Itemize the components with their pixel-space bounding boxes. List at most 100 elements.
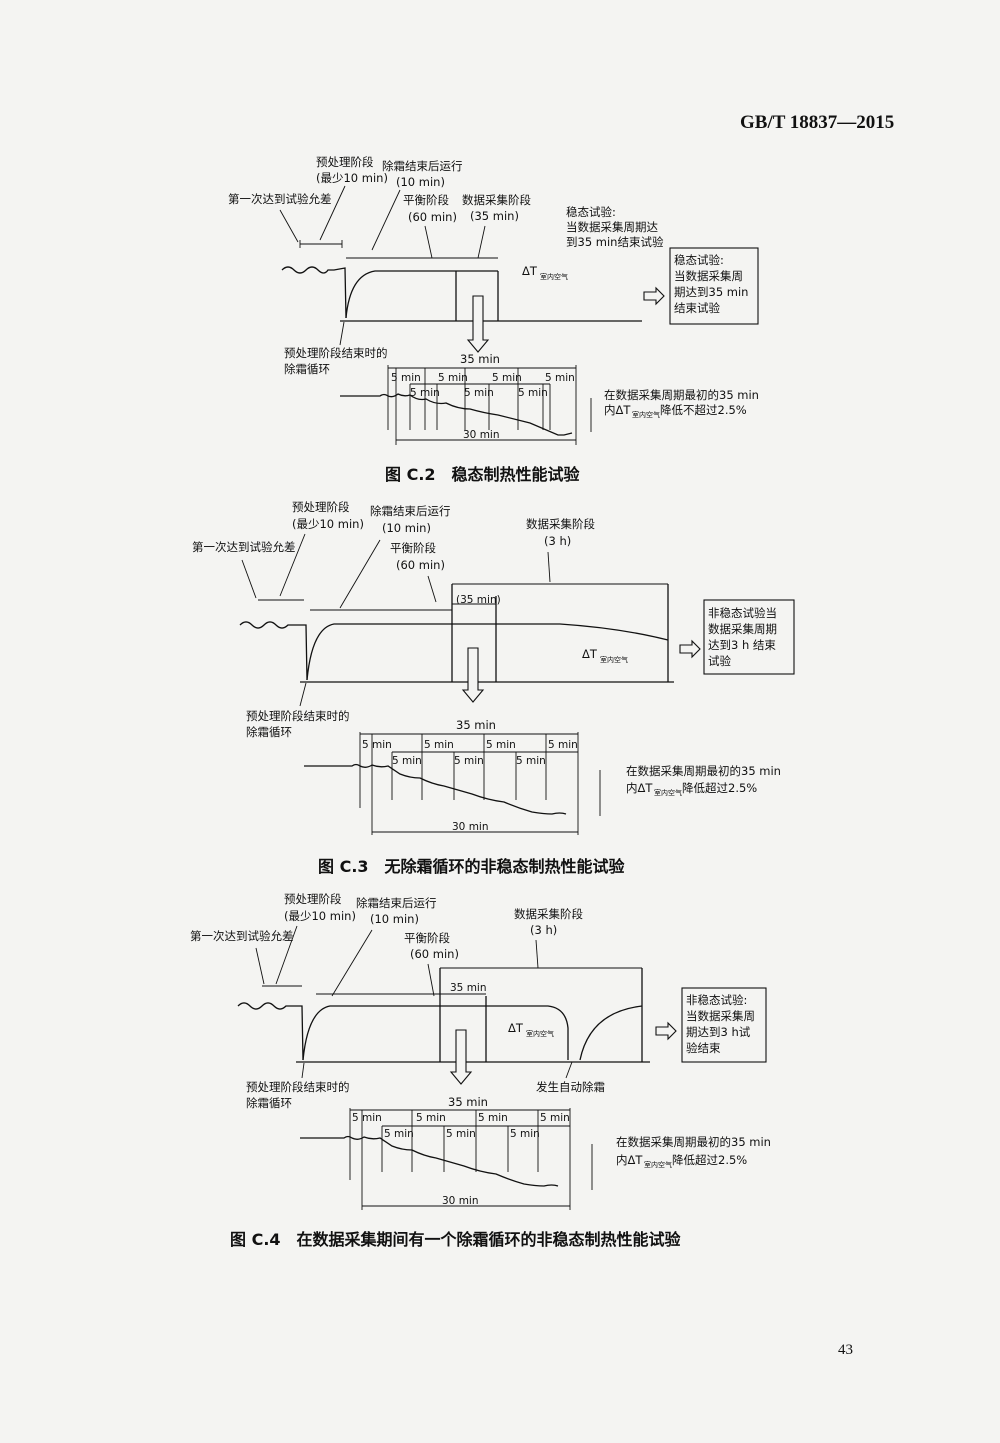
detail-curve (300, 1135, 559, 1187)
page-number: 43 (838, 1342, 853, 1358)
data-dur-label: (3 h) (544, 534, 571, 548)
figure-c3-diagram: 预处理阶段 (最少10 min) 除霜结束后运行 (10 min) 数据采集阶段… (192, 500, 795, 835)
eq-60-label: (60 min) (396, 558, 445, 572)
equilibrium-label: 平衡阶段 (404, 931, 450, 945)
pre-end-label-2: 除霜循环 (246, 1096, 292, 1110)
svg-text:5 min: 5 min (510, 1128, 540, 1140)
pre-min-label: (最少10 min) (316, 171, 388, 185)
five-min-top: 5 min 5 min 5 min 5 min 5 min 5 min 5 mi… (391, 372, 575, 399)
svg-text:5 min: 5 min (486, 739, 516, 751)
eq-60-label: (60 min) (410, 947, 459, 961)
pointer-line (477, 225, 486, 259)
svg-text:5 min: 5 min (492, 372, 522, 384)
delta-t-sub: 室内空气 (540, 272, 568, 281)
pre-end-label-1: 预处理阶段结束时的 (246, 709, 350, 723)
svg-text:室内空气: 室内空气 (632, 410, 660, 419)
data-stage-label: 数据采集阶段 (514, 907, 583, 921)
svg-text:5 min: 5 min (464, 387, 494, 399)
result-line-3: 达到3 h 结束 (708, 638, 776, 652)
pointer-line (371, 189, 401, 251)
svg-text:5 min: 5 min (454, 755, 484, 767)
pre-stage-label: 预处理阶段 (292, 500, 350, 514)
defrost-10-label: (10 min) (370, 912, 419, 926)
result-line-4: 验结束 (686, 1041, 721, 1055)
svg-text:室内空气: 室内空气 (654, 788, 682, 797)
inner-35-label: 35 min (450, 982, 487, 994)
arrow-right-icon (679, 639, 701, 659)
equilibrium-label: 平衡阶段 (403, 193, 449, 207)
recovery-curve (306, 623, 669, 681)
drop-note-1: 在数据采集周期最初的35 min (616, 1135, 771, 1149)
result-box (669, 247, 759, 325)
figure-c2-diagram: 预处理阶段 (最少10 min) 除霜结束后运行 (10 min) 第一次达到试… (228, 155, 759, 445)
drop-note-1: 在数据采集周期最初的35 min (626, 764, 781, 778)
defrost-10-label: (10 min) (382, 521, 431, 535)
drop-note-2a: 内ΔT (626, 781, 653, 795)
pre-min-label: (最少10 min) (292, 517, 364, 531)
eq-60-label: (60 min) (408, 210, 457, 224)
tick-lines (387, 365, 577, 445)
first-reach-label: 第一次达到试验允差 (190, 929, 294, 943)
result-line-2: 当数据采集周 (674, 269, 743, 283)
result-line-3: 期达到35 min (674, 285, 748, 299)
svg-text:5 min: 5 min (516, 755, 546, 767)
figure-c2-caption: 图 C.2 稳态制热性能试验 (385, 465, 580, 484)
tick-lines (359, 732, 579, 835)
span-30-label: 30 min (442, 1195, 479, 1207)
pre-min-label: (最少10 min) (284, 909, 356, 923)
pre-end-label-2: 除霜循环 (246, 725, 292, 739)
pre-stage-label: 预处理阶段 (284, 892, 342, 906)
svg-text:5 min: 5 min (438, 372, 468, 384)
defrost-run-label: 除霜结束后运行 (370, 504, 451, 518)
result-line-4: 试验 (708, 654, 731, 668)
pointer-lines (255, 925, 642, 997)
tick-lines (349, 1108, 571, 1210)
detail-curve (340, 393, 573, 436)
svg-text:5 min: 5 min (352, 1112, 382, 1124)
drop-note-2a: 内ΔT (616, 1153, 643, 1167)
pre-end-label-2: 除霜循环 (284, 362, 330, 376)
result-line-1: 非稳态试验当 (708, 606, 777, 620)
first-reach-label: 第一次达到试验允差 (192, 540, 296, 554)
drop-note-1: 在数据采集周期最初的35 min (604, 388, 759, 402)
delta-t-label: ΔT (522, 264, 538, 278)
drop-note-2b: 降低超过2.5% (672, 1153, 747, 1167)
arrow-down-icon (449, 1029, 473, 1085)
delta-t-label: ΔT (582, 647, 598, 661)
result-box (681, 987, 767, 1063)
result-line-2: 当数据采集周 (686, 1009, 755, 1023)
arrow-right-icon (655, 1021, 677, 1041)
figure-c3-caption: 图 C.3 无除霜循环的非稳态制热性能试验 (318, 857, 625, 876)
pre-stage-label: 预处理阶段 (316, 155, 374, 169)
figure-c4-diagram: 预处理阶段 (最少10 min) 除霜结束后运行 (10 min) 数据采集阶段… (190, 892, 771, 1210)
pointer-lines (241, 533, 668, 611)
auto-defrost-label: 发生自动除霜 (536, 1080, 605, 1094)
pointer-line (319, 185, 346, 241)
svg-text:5 min: 5 min (518, 387, 548, 399)
span-35-label: 35 min (448, 1095, 488, 1109)
note-line-1: 稳态试验: (566, 205, 616, 219)
svg-text:5 min: 5 min (416, 1112, 446, 1124)
delta-t-label: ΔT (508, 1021, 524, 1035)
svg-text:室内空气: 室内空气 (600, 655, 628, 664)
five-min-labels: 5 min 5 min 5 min 5 min 5 min 5 min 5 mi… (352, 1112, 570, 1140)
recovery-curve (302, 1005, 569, 1061)
result-line-1: 稳态试验: (674, 253, 724, 267)
data-dur-label: (35 min) (470, 209, 519, 223)
equilibrium-label: 平衡阶段 (390, 541, 436, 555)
svg-text:室内空气: 室内空气 (644, 1160, 672, 1169)
pre-curve (237, 1002, 304, 1061)
defrost-run-label: 除霜结束后运行 (356, 896, 437, 910)
svg-text:5 min: 5 min (478, 1112, 508, 1124)
svg-text:5 min: 5 min (384, 1128, 414, 1140)
data-dur-label: (3 h) (530, 923, 557, 937)
result-box (703, 599, 795, 675)
arrow-down-icon (461, 647, 485, 703)
post-defrost-curve (579, 1005, 643, 1061)
figure-c4-caption: 图 C.4 在数据采集期间有一个除霜循环的非稳态制热性能试验 (230, 1230, 681, 1249)
inner-35-label: (35 min) (456, 594, 501, 606)
data-stage-label: 数据采集阶段 (462, 193, 531, 207)
standard-number: GB/T 18837—2015 (740, 112, 895, 133)
pointer-line (279, 209, 299, 243)
drop-note-2b: 降低超过2.5% (682, 781, 757, 795)
